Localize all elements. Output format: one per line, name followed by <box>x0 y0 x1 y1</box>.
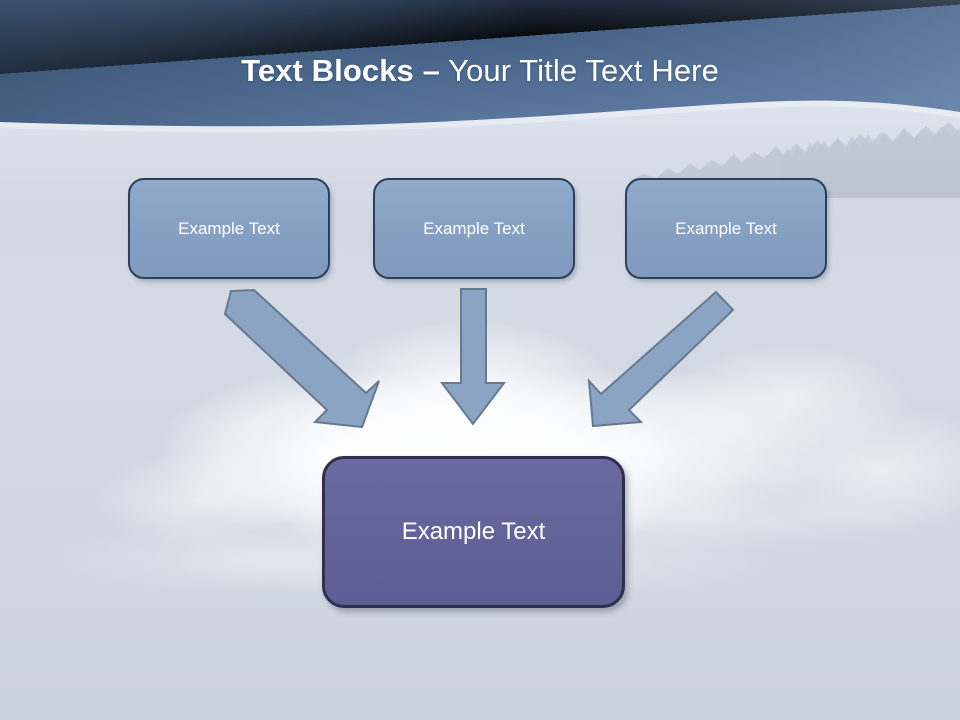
diagram-node-1[interactable]: Example Text <box>128 178 330 279</box>
arrow-left-icon <box>223 288 380 429</box>
background-bottom-vignette <box>0 600 960 720</box>
diagram-node-2-label: Example Text <box>423 218 525 238</box>
page-title: Text Blocks – Your Title Text Here <box>0 52 960 90</box>
arrow-middle-icon <box>439 288 507 426</box>
arrow-right-icon <box>587 290 735 428</box>
diagram-node-3-label: Example Text <box>675 218 777 238</box>
header-band <box>0 0 960 133</box>
diagram-node-3[interactable]: Example Text <box>625 178 827 279</box>
diagram-node-result-label: Example Text <box>401 518 546 545</box>
diagram-node-2[interactable]: Example Text <box>373 178 575 279</box>
diagram-node-result[interactable]: Example Text <box>322 456 625 608</box>
page-title-bold: Text Blocks – <box>241 53 440 88</box>
page-title-light: Your Title Text Here <box>439 53 719 88</box>
diagram-node-1-label: Example Text <box>178 218 280 238</box>
